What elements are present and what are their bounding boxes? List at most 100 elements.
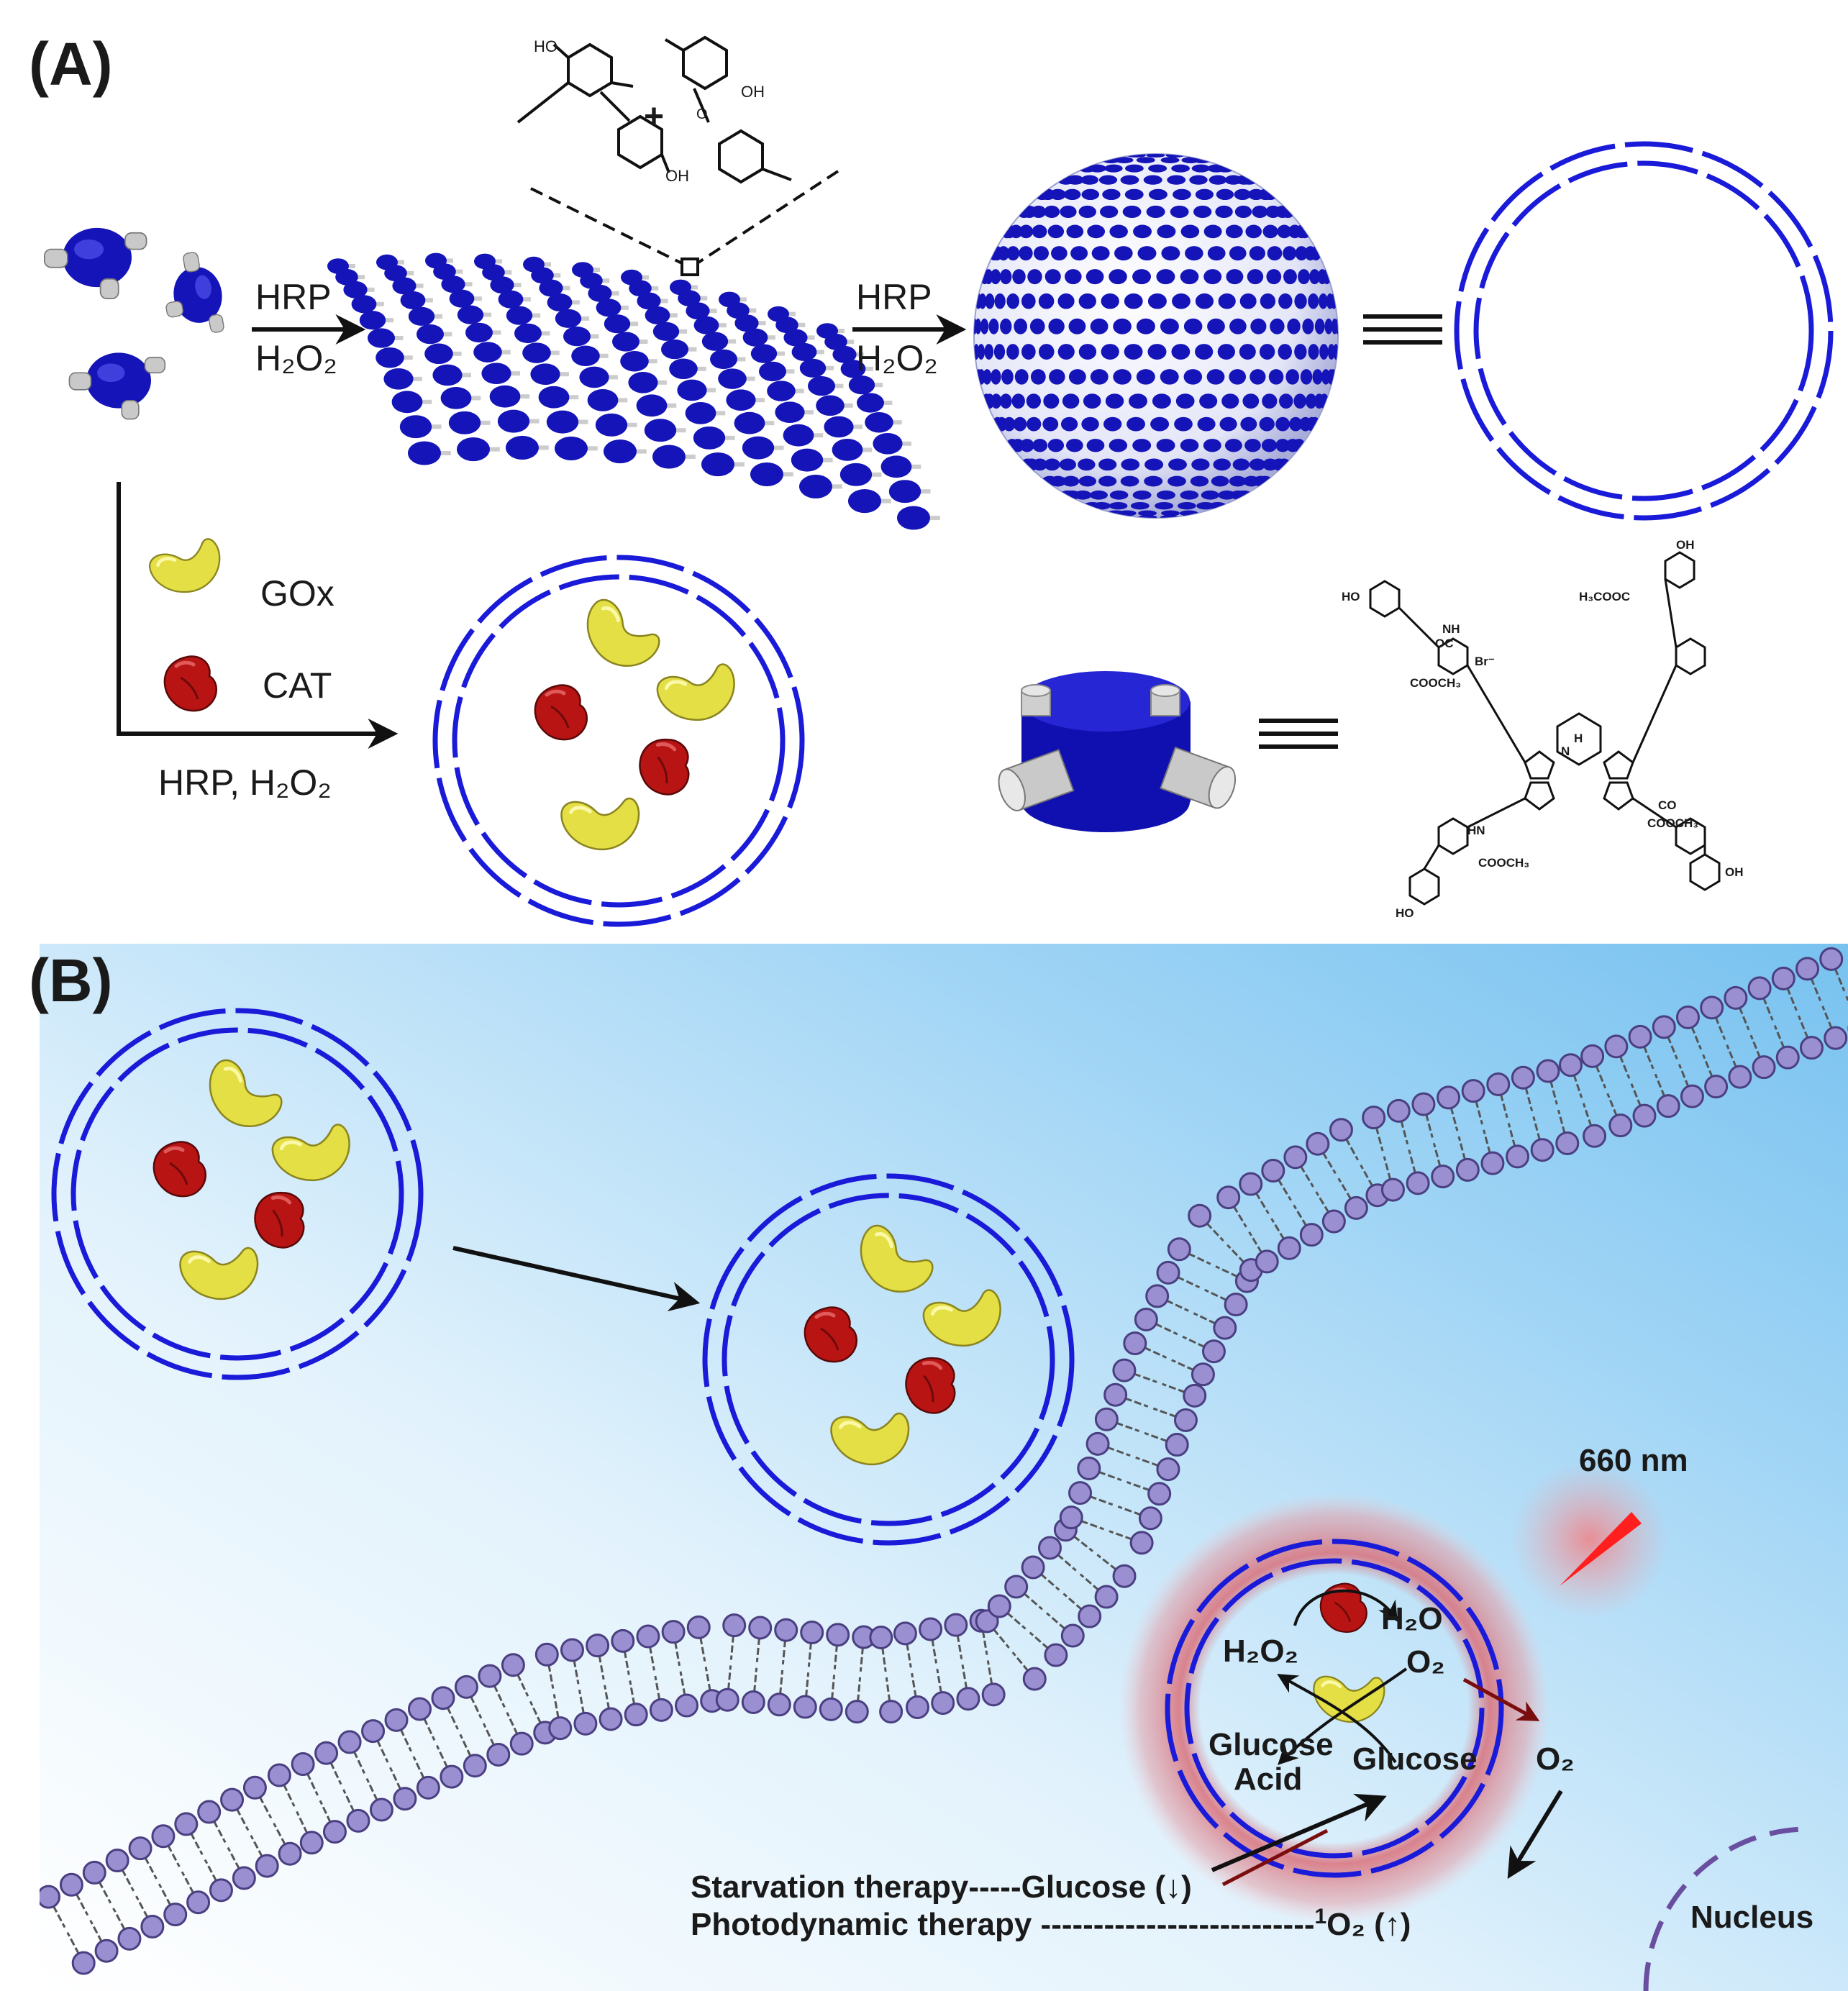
porphyrin-ester: H₃COOC (1579, 590, 1630, 603)
nucleus-label: Nucleus (1690, 1900, 1813, 1935)
sphere-unit (1229, 246, 1247, 261)
lipid-head (573, 1711, 598, 1736)
sheet-unit (555, 436, 588, 460)
sphere-unit (1156, 269, 1175, 285)
sphere-unit (1161, 246, 1180, 261)
sphere-unit (1074, 490, 1092, 500)
lipid-head (560, 1638, 584, 1662)
gox-icon (574, 596, 667, 678)
sphere-unit (1295, 246, 1308, 261)
sheet-unit (644, 419, 677, 442)
sphere-unit (1191, 458, 1210, 471)
sheet-unit (522, 342, 551, 363)
crosslink-plus: + (644, 98, 664, 136)
sheet-unit (417, 324, 444, 345)
sheet-unit (530, 363, 560, 386)
sphere-unit (1172, 293, 1191, 309)
lipid-head (1183, 1383, 1207, 1408)
sphere-unit (1147, 293, 1167, 309)
lipid-head (548, 1716, 573, 1741)
gox-icon (558, 786, 647, 859)
sphere-unit (1021, 344, 1036, 360)
lipid-head (163, 1903, 188, 1927)
sphere-unit (994, 293, 1006, 309)
lipid-head (255, 1854, 279, 1878)
sphere-unit (1057, 344, 1075, 360)
porphyrin-hydroxyl: HO (1396, 906, 1414, 920)
cat-icon (632, 732, 698, 801)
sphere-unit (1057, 293, 1075, 309)
double-shell (1454, 141, 1834, 521)
sphere-unit (1270, 318, 1285, 334)
sphere-unit (1167, 475, 1186, 487)
sheet-unit (629, 280, 652, 297)
sphere-unit (1292, 439, 1306, 452)
sphere-unit (1132, 490, 1152, 500)
sphere-unit (993, 344, 1006, 360)
sheet-unit (473, 342, 502, 363)
lipid-head (1819, 947, 1844, 971)
sphere-unit (1259, 344, 1275, 360)
sphere-unit (1229, 369, 1247, 385)
lipid-head (128, 1836, 153, 1861)
sphere-unit (984, 344, 994, 360)
lipid-head (1680, 1084, 1704, 1108)
lipid-head (1604, 1034, 1629, 1059)
lipid-head (1380, 1177, 1405, 1202)
lipid-head (1700, 995, 1724, 1020)
lipid-head (826, 1623, 850, 1647)
lipid-head (1239, 1172, 1263, 1196)
sheet-unit (391, 391, 423, 414)
sheet-unit (482, 264, 505, 281)
sphere-unit (990, 269, 1001, 285)
sphere-unit (1044, 269, 1061, 285)
sheet-unit (686, 302, 710, 320)
lipid-head (800, 1620, 824, 1644)
sphere-unit (1225, 224, 1243, 239)
sphere-unit (1066, 439, 1083, 452)
sheet-unit (399, 415, 432, 439)
sheet-unit (457, 437, 490, 462)
sheet-unit (400, 291, 426, 309)
sphere-unit (1012, 269, 1026, 285)
lipid-head (1329, 1118, 1353, 1142)
sphere-unit (1122, 205, 1142, 219)
lipid-head (686, 1615, 711, 1639)
sheet-unit (840, 360, 866, 378)
sheet-unit (457, 305, 484, 324)
lipid-head (1188, 1203, 1212, 1228)
sheet-unit (604, 439, 637, 464)
sphere-unit (1050, 475, 1067, 487)
lipid-head (59, 1872, 83, 1897)
sphere-unit (1044, 205, 1060, 219)
monomer-unit (157, 247, 229, 341)
sphere-unit (1219, 416, 1237, 432)
sheet-unit (595, 413, 628, 437)
sphere-unit (1113, 318, 1132, 334)
sphere-unit (1062, 393, 1080, 409)
sphere-unit (1143, 175, 1162, 185)
sphere-unit (1148, 188, 1167, 201)
sphere-unit (1000, 393, 1012, 409)
sheet-unit (612, 332, 639, 352)
sphere-unit (1278, 293, 1293, 309)
sphere-unit (1021, 293, 1036, 309)
sphere-unit (1078, 344, 1097, 360)
lipid-head (1123, 1331, 1147, 1356)
sphere-unit (1085, 269, 1104, 285)
crosslink-structure (516, 35, 839, 276)
sphere-unit (1249, 246, 1266, 261)
sphere-unit (1146, 205, 1165, 219)
lipid-head (879, 1700, 903, 1724)
lipid-head (1277, 1236, 1301, 1260)
sphere-unit (1033, 246, 1050, 261)
sphere-unit (1305, 393, 1317, 409)
sphere-unit (1124, 293, 1143, 309)
sphere-unit (1150, 416, 1170, 432)
lipid-head (624, 1703, 648, 1727)
sphere-unit (1232, 458, 1250, 471)
lipid-head (586, 1634, 610, 1658)
lipid-head (1201, 1339, 1226, 1364)
arrow-step-1: HRP H₂O₂ (252, 277, 366, 378)
crosslink-oxygen: O (696, 106, 708, 122)
